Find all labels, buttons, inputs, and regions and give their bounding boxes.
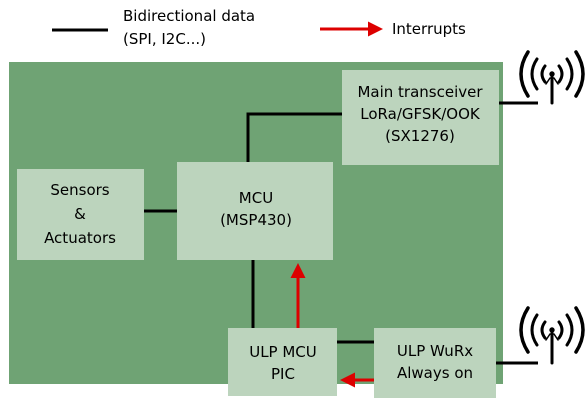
ulp-mcu-label-line1: ULP MCU bbox=[249, 343, 317, 361]
block-transceiver: Main transceiver LoRa/GFSK/OOK (SX1276) bbox=[342, 70, 499, 165]
antenna-icon bbox=[519, 306, 585, 365]
block-wurx: ULP WuRx Always on bbox=[374, 328, 496, 398]
antenna-icon bbox=[519, 50, 585, 105]
sensors-label-line2: & bbox=[74, 205, 86, 223]
sensors-label-line3: Actuators bbox=[44, 229, 116, 247]
legend-data-label-line2: (SPI, I2C...) bbox=[123, 30, 206, 48]
legend-interrupt-label: Interrupts bbox=[392, 20, 466, 38]
ulp-mcu-label-line2: PIC bbox=[271, 365, 295, 383]
mcu-transceiver-link bbox=[246, 112, 344, 163]
block-sensors: Sensors & Actuators bbox=[17, 169, 144, 260]
legend: Bidirectional data (SPI, I2C...) Interru… bbox=[52, 7, 466, 48]
sensors-label-line1: Sensors bbox=[50, 181, 109, 199]
wurx-label-line2: Always on bbox=[397, 364, 473, 382]
mcu-label-line2: (MSP430) bbox=[220, 211, 292, 229]
mcu-label-line1: MCU bbox=[239, 189, 273, 207]
transceiver-label-line2: LoRa/GFSK/OOK bbox=[360, 105, 481, 123]
legend-data-label-line1: Bidirectional data bbox=[123, 7, 255, 25]
transceiver-label-line3: (SX1276) bbox=[385, 127, 455, 145]
interrupt-arrows bbox=[290, 263, 374, 388]
block-ulp-mcu: ULP MCU PIC bbox=[228, 328, 337, 396]
wurx-label-line1: ULP WuRx bbox=[397, 342, 473, 360]
block-mcu: MCU (MSP430) bbox=[177, 162, 333, 260]
data-connections bbox=[144, 101, 538, 365]
transceiver-label-line1: Main transceiver bbox=[357, 83, 483, 101]
